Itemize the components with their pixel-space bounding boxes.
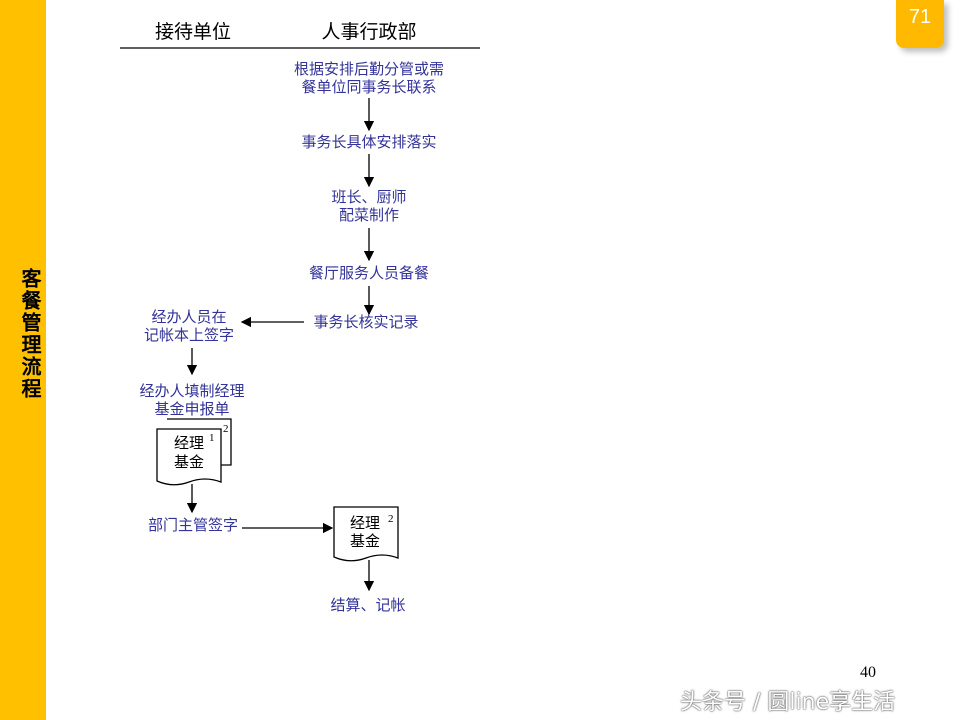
column-header-hr-admin: 人事行政部 — [321, 21, 416, 43]
svg-text:基金: 基金 — [350, 532, 380, 550]
step-fill-form-line2: 基金申报单 — [154, 400, 229, 418]
step-arrange: 事务长具体安排落实 — [301, 133, 436, 151]
svg-text:2: 2 — [388, 513, 394, 525]
svg-text:经理: 经理 — [174, 434, 204, 452]
step-manager-sign: 部门主管签字 — [148, 516, 238, 534]
step-cook-line2: 配菜制作 — [339, 206, 399, 224]
svg-text:基金: 基金 — [174, 453, 204, 471]
step-fill-form-line1: 经办人填制经理 — [139, 382, 244, 400]
document-fund-form: 经理 基金 2 — [333, 506, 399, 562]
step-prepare-meal: 餐厅服务人员备餐 — [309, 264, 429, 282]
step-verify-record: 事务长核实记录 — [313, 313, 418, 331]
watermark: 头条号 / 圆line享生活 — [680, 690, 896, 715]
document-fund-form-copies: 经理 基金 1 2 — [156, 418, 232, 486]
svg-text:1: 1 — [209, 432, 215, 444]
step-settle-account: 结算、记帐 — [330, 596, 405, 614]
svg-text:2: 2 — [223, 423, 229, 435]
sidebar-title: 客餐管理流程 — [18, 268, 42, 400]
step-contact-line1: 根据安排后勤分管或需 — [294, 60, 444, 78]
svg-text:经理: 经理 — [350, 514, 380, 532]
column-header-reception: 接待单位 — [155, 21, 231, 43]
sidebar: 客餐管理流程 — [0, 0, 46, 720]
step-contact-line2: 餐单位同事务长联系 — [301, 78, 436, 96]
page-number: 40 — [860, 664, 876, 681]
step-sign-book-line1: 经办人员在 — [151, 308, 226, 326]
slide-number-badge: 71 — [896, 0, 944, 48]
step-cook-line1: 班长、厨师 — [331, 188, 406, 206]
step-sign-book-line2: 记帐本上签字 — [144, 326, 234, 344]
